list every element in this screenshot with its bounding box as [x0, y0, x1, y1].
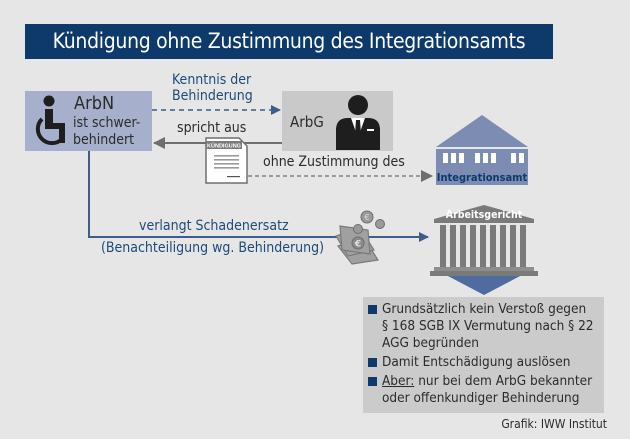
aber-prefix: Aber:: [382, 373, 415, 389]
info-line: Aber: nur bei dem ArbG bekannter: [382, 373, 604, 390]
building-icon: Integrationsamt: [436, 115, 528, 185]
info-line-text: nur bei dem ArbG bekannter: [414, 373, 593, 389]
businessman-icon: [336, 95, 380, 150]
info-item: Damit Entschädigung auslösen: [363, 354, 604, 371]
info-item: Grundsätzlich kein Verstoß gegen § 168 S…: [363, 301, 604, 352]
arbeitsgericht-label: Arbeitsgericht: [446, 209, 523, 221]
bullet-icon: [368, 305, 377, 314]
arbn-title: ArbN: [74, 93, 115, 114]
arbn-subtitle-line2: behindert: [73, 132, 135, 148]
info-line: Grundsätzlich kein Verstoß gegen: [382, 301, 587, 317]
kenntnis-line1: Kenntnis der: [172, 72, 252, 88]
info-line: § 168 SGB IX Vermutung nach § 22: [382, 318, 594, 334]
document-icon: KÜNDIGUNG: [205, 137, 248, 184]
integrationsamt-label: Integrationsamt: [437, 171, 528, 184]
page-title: Kündigung ohne Zustimmung des Integratio…: [25, 24, 553, 59]
arbg-label: ArbG: [290, 113, 324, 131]
schadenersatz-label: verlangt Schadenersatz: [139, 218, 289, 234]
info-item: Aber: nur bei dem ArbG bekannter oder of…: [363, 373, 604, 407]
ohne-zustimmung-label: ohne Zustimmung des: [263, 154, 405, 170]
svg-text:€: €: [354, 240, 361, 250]
euro-money-icon: € €: [335, 210, 385, 265]
document-label: KÜNDIGUNG: [207, 143, 241, 150]
wheelchair-icon: [35, 95, 65, 146]
courthouse-icon: Arbeitsgericht: [430, 205, 538, 276]
info-line: AGG begründen: [382, 335, 479, 351]
kenntnis-line2: Behinderung: [172, 88, 253, 104]
benachteiligung-label: (Benachteiligung wg. Behinderung): [101, 240, 325, 256]
arbn-subtitle-line1: ist schwer-: [73, 115, 141, 131]
info-line: oder offenkundiger Behinderung: [382, 390, 580, 406]
info-line: Damit Entschädigung auslösen: [382, 354, 571, 370]
svg-text:€: €: [364, 213, 369, 222]
credit: Grafik: IWW Institut: [501, 417, 607, 431]
info-box: Grundsätzlich kein Verstoß gegen § 168 S…: [363, 297, 604, 413]
bullet-icon: [368, 358, 377, 367]
spricht-aus-label: spricht aus: [177, 120, 247, 136]
arbn-subtitle: ist schwer- behindert: [73, 115, 140, 149]
bullet-icon: [368, 377, 377, 386]
kenntnis-label: Kenntnis der Behinderung: [172, 72, 253, 104]
